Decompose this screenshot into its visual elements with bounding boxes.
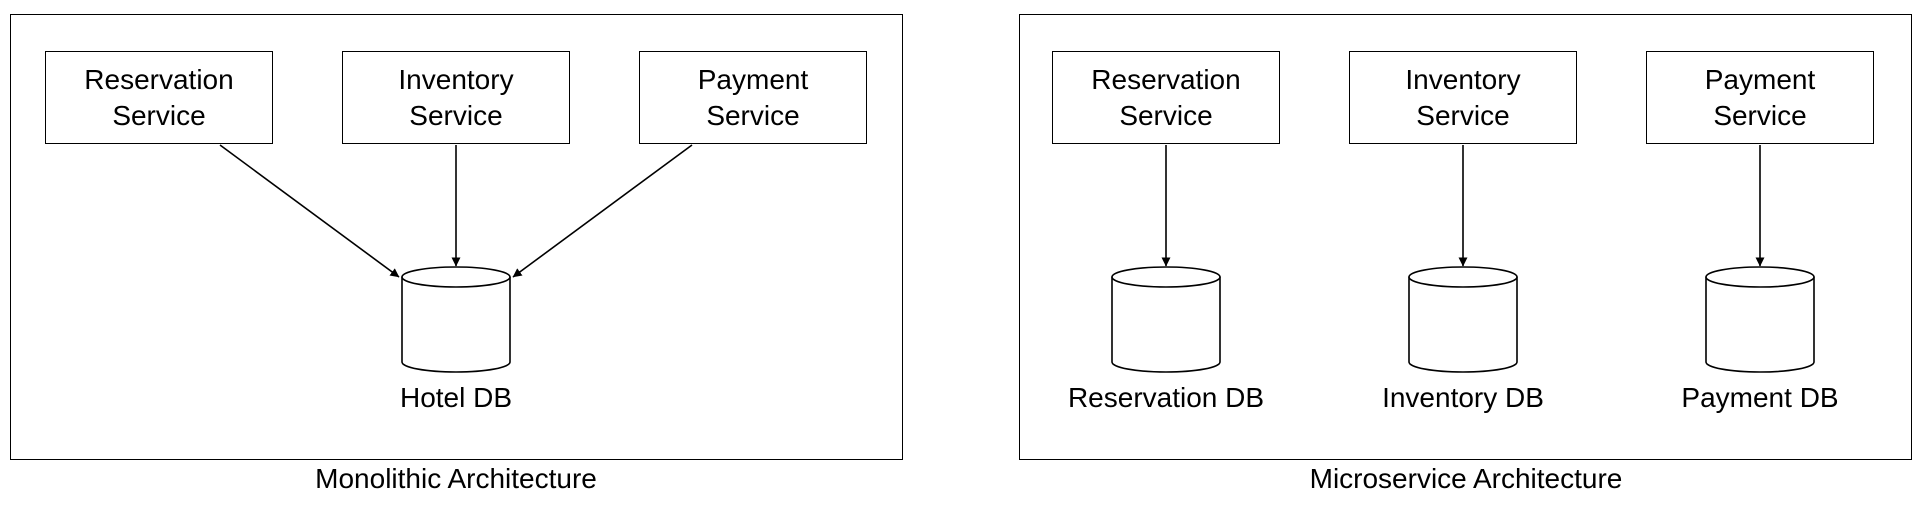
micro-inventory-db-label: Inventory DB — [1382, 382, 1544, 413]
mono-reservation-service-box: Reservation Service — [45, 51, 273, 144]
micro-inventory-service-box: Inventory Service — [1349, 51, 1577, 144]
micro-payment-service-box: Payment Service — [1646, 51, 1874, 144]
micro-reservation-db-label: Reservation DB — [1067, 382, 1265, 413]
mono-hotel-db-label: Hotel DB — [399, 382, 513, 413]
mono-inventory-service-box: Inventory Service — [342, 51, 570, 144]
micro-reservation-service-box: Reservation Service — [1052, 51, 1280, 144]
mono-payment-service-box: Payment Service — [639, 51, 867, 144]
monolithic-architecture-caption: Monolithic Architecture — [315, 463, 597, 494]
microservice-architecture-caption: Microservice Architecture — [1309, 463, 1623, 494]
micro-payment-db-label: Payment DB — [1681, 382, 1839, 413]
